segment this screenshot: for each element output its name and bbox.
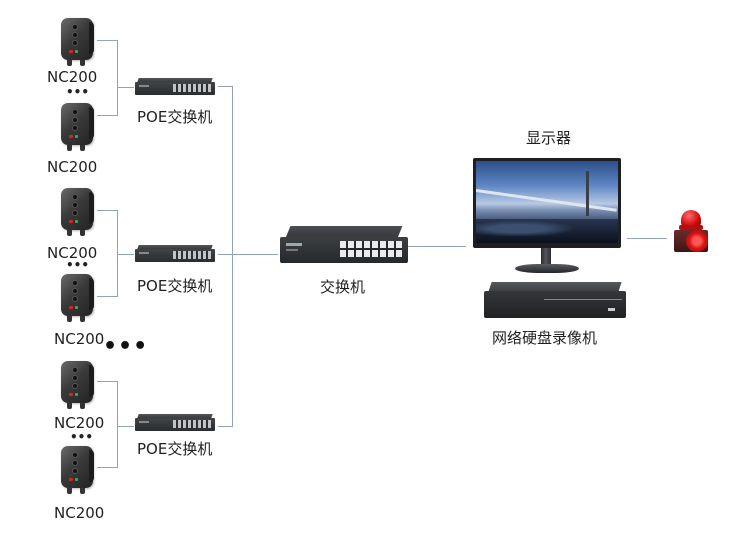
device-label: NC200 — [47, 158, 98, 176]
connector-line — [97, 40, 118, 41]
nc200-detector-icon — [58, 103, 96, 153]
nc200-detector-icon — [58, 446, 96, 496]
sound-light-alarm-icon — [672, 210, 712, 254]
poe-switch-icon — [135, 245, 215, 263]
core-switch-label: 交换机 — [320, 278, 366, 296]
poe-switch-icon — [135, 414, 215, 432]
ellipsis: ••• — [66, 258, 90, 272]
connector-line — [97, 115, 118, 116]
core-switch-icon — [280, 226, 408, 264]
connector-line — [117, 426, 134, 427]
nc200-detector-icon — [58, 188, 96, 238]
uplink-line — [408, 246, 466, 247]
device-label: NC200 — [47, 244, 98, 262]
ellipsis: ••• — [70, 430, 94, 444]
connector-line — [97, 467, 118, 468]
nvr-label: 网络硬盘录像机 — [492, 329, 598, 347]
poe-switch-label: POE交换机 — [137, 277, 213, 295]
poe-switch-label: POE交换机 — [137, 108, 213, 126]
alarm-line — [627, 238, 667, 239]
poe-switch-icon — [135, 78, 215, 96]
connector-line — [117, 254, 134, 255]
device-label: NC200 — [54, 504, 105, 522]
ellipsis: ••• — [66, 85, 90, 99]
connector-line — [97, 381, 118, 382]
nvr-icon — [484, 282, 626, 320]
monitor-label: 显示器 — [526, 129, 572, 147]
device-label: NC200 — [47, 68, 98, 86]
trunk-line — [232, 86, 233, 427]
connector-line — [117, 87, 134, 88]
nc200-detector-icon — [58, 274, 96, 324]
connector-line — [117, 210, 118, 296]
connector-line — [117, 381, 118, 467]
trunk-line — [218, 254, 278, 255]
device-label: NC200 — [54, 330, 105, 348]
trunk-line — [218, 86, 233, 87]
trunk-line — [218, 426, 233, 427]
nc200-detector-icon — [58, 361, 96, 411]
connector-line — [117, 40, 118, 116]
connector-line — [97, 296, 118, 297]
device-label: NC200 — [54, 414, 105, 432]
more-ellipsis: ••• — [103, 334, 149, 359]
nc200-detector-icon — [58, 18, 96, 68]
connector-line — [97, 210, 118, 211]
poe-switch-label: POE交换机 — [137, 440, 213, 458]
monitor-icon — [473, 158, 623, 278]
